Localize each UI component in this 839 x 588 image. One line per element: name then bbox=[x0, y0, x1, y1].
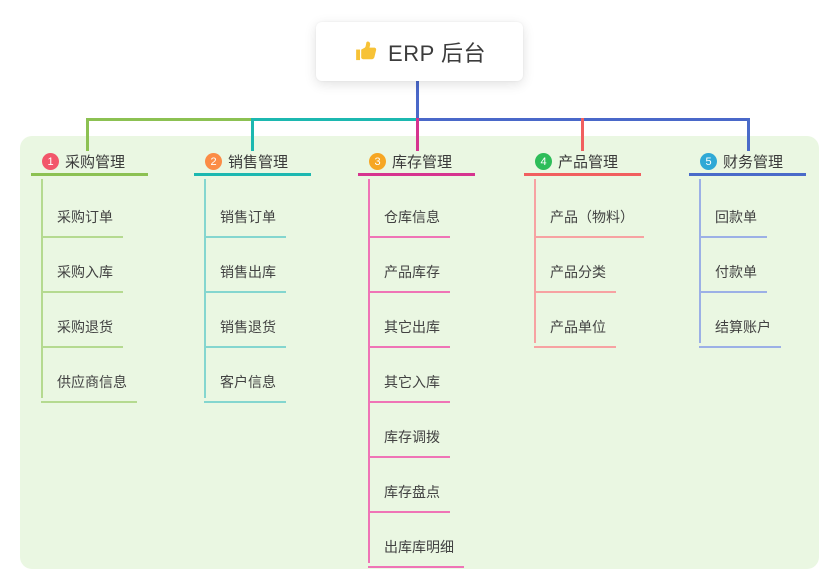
connector-bus-teal bbox=[251, 118, 418, 121]
child-node[interactable]: 出库库明细 bbox=[368, 533, 464, 568]
branch-header-purchase[interactable]: 1 采购管理 bbox=[31, 150, 148, 176]
child-label: 产品库存 bbox=[368, 258, 450, 293]
child-node[interactable]: 仓库信息 bbox=[368, 203, 450, 238]
child-node[interactable]: 销售出库 bbox=[204, 258, 286, 293]
branch-header-finance[interactable]: 5 财务管理 bbox=[689, 150, 806, 176]
child-node[interactable]: 客户信息 bbox=[204, 368, 286, 403]
branch-inventory: 3 库存管理 仓库信息 产品库存 其它出库 其它入库 库存调拨 库存盘点 出库库… bbox=[358, 150, 488, 568]
root-title: ERP 后台 bbox=[388, 40, 486, 66]
badge-1: 1 bbox=[42, 153, 59, 170]
child-label: 其它出库 bbox=[368, 313, 450, 348]
child-label: 回款单 bbox=[699, 203, 767, 238]
child-label: 采购退货 bbox=[41, 313, 123, 348]
branch-title: 财务管理 bbox=[723, 154, 784, 171]
branches-panel bbox=[20, 136, 819, 569]
child-node[interactable]: 结算账户 bbox=[699, 313, 781, 348]
child-node[interactable]: 付款单 bbox=[699, 258, 767, 293]
connector-root-drop bbox=[416, 81, 419, 121]
child-label: 库存调拨 bbox=[368, 423, 450, 458]
root-node[interactable]: ERP 后台 bbox=[316, 22, 523, 81]
child-label: 结算账户 bbox=[699, 313, 781, 348]
child-label: 客户信息 bbox=[204, 368, 286, 403]
branch-trunk bbox=[368, 179, 370, 563]
child-node[interactable]: 其它入库 bbox=[368, 368, 450, 403]
branch-trunk bbox=[204, 179, 206, 398]
branch-trunk bbox=[534, 179, 536, 343]
connector-drop-product bbox=[581, 118, 584, 151]
connector-bus-green bbox=[86, 118, 252, 121]
child-node[interactable]: 销售退货 bbox=[204, 313, 286, 348]
connector-drop-finance bbox=[747, 118, 750, 151]
child-node[interactable]: 产品分类 bbox=[534, 258, 616, 293]
child-label: 采购订单 bbox=[41, 203, 123, 238]
branch-product: 4 产品管理 产品（物料） 产品分类 产品单位 bbox=[524, 150, 654, 348]
branch-trunk bbox=[41, 179, 43, 398]
branch-purchase: 1 采购管理 采购订单 采购入库 采购退货 供应商信息 bbox=[31, 150, 161, 403]
child-label: 供应商信息 bbox=[41, 368, 137, 403]
child-label: 其它入库 bbox=[368, 368, 450, 403]
branch-sales: 2 销售管理 销售订单 销售出库 销售退货 客户信息 bbox=[194, 150, 324, 403]
child-node[interactable]: 产品单位 bbox=[534, 313, 616, 348]
branch-header-sales[interactable]: 2 销售管理 bbox=[194, 150, 311, 176]
connector-drop-sales bbox=[251, 118, 254, 151]
badge-3: 3 bbox=[369, 153, 386, 170]
branch-header-product[interactable]: 4 产品管理 bbox=[524, 150, 641, 176]
badge-5: 5 bbox=[700, 153, 717, 170]
branch-finance: 5 财务管理 回款单 付款单 结算账户 bbox=[689, 150, 819, 348]
child-node[interactable]: 供应商信息 bbox=[41, 368, 137, 403]
child-label: 库存盘点 bbox=[368, 478, 450, 513]
connector-drop-purchase bbox=[86, 118, 89, 151]
child-label: 采购入库 bbox=[41, 258, 123, 293]
branch-title: 销售管理 bbox=[228, 154, 289, 171]
child-label: 仓库信息 bbox=[368, 203, 450, 238]
branch-title: 采购管理 bbox=[65, 154, 126, 171]
child-label: 销售订单 bbox=[204, 203, 286, 238]
connector-drop-inventory bbox=[416, 118, 419, 151]
child-node[interactable]: 产品库存 bbox=[368, 258, 450, 293]
thumbs-up-icon bbox=[353, 39, 378, 64]
branch-header-inventory[interactable]: 3 库存管理 bbox=[358, 150, 475, 176]
child-label: 销售退货 bbox=[204, 313, 286, 348]
branch-title: 库存管理 bbox=[392, 154, 453, 171]
child-node[interactable]: 回款单 bbox=[699, 203, 767, 238]
child-label: 产品（物料） bbox=[534, 203, 644, 238]
child-node[interactable]: 其它出库 bbox=[368, 313, 450, 348]
child-node[interactable]: 库存盘点 bbox=[368, 478, 450, 513]
child-label: 出库库明细 bbox=[368, 533, 464, 568]
child-label: 产品分类 bbox=[534, 258, 616, 293]
child-node[interactable]: 库存调拨 bbox=[368, 423, 450, 458]
child-label: 销售出库 bbox=[204, 258, 286, 293]
child-label: 产品单位 bbox=[534, 313, 616, 348]
branch-trunk bbox=[699, 179, 701, 343]
child-label: 付款单 bbox=[699, 258, 767, 293]
child-node[interactable]: 采购退货 bbox=[41, 313, 123, 348]
child-node[interactable]: 产品（物料） bbox=[534, 203, 644, 238]
branch-title: 产品管理 bbox=[558, 154, 619, 171]
child-node[interactable]: 销售订单 bbox=[204, 203, 286, 238]
child-node[interactable]: 采购订单 bbox=[41, 203, 123, 238]
badge-4: 4 bbox=[535, 153, 552, 170]
child-node[interactable]: 采购入库 bbox=[41, 258, 123, 293]
badge-2: 2 bbox=[205, 153, 222, 170]
